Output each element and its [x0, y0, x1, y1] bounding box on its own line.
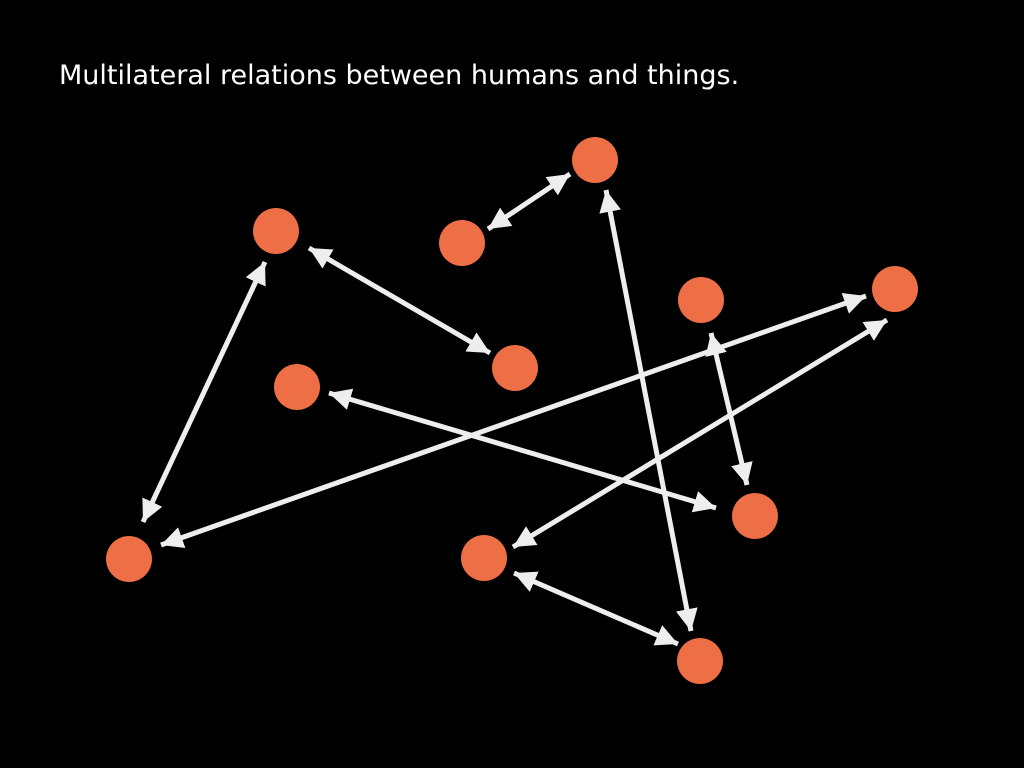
- slide-title: Multilateral relations between humans an…: [59, 60, 740, 91]
- entity-node: [439, 220, 485, 266]
- relation-arrow: [599, 189, 698, 632]
- nodes-group: [106, 137, 918, 684]
- relation-arrow: [328, 388, 717, 513]
- entity-node: [253, 208, 299, 254]
- entity-node: [678, 277, 724, 323]
- entity-node: [106, 536, 152, 582]
- entity-node: [572, 137, 618, 183]
- entity-node: [492, 345, 538, 391]
- entity-node: [677, 638, 723, 684]
- relation-arrow: [140, 260, 268, 524]
- relation-arrow: [705, 332, 753, 486]
- entity-node: [461, 535, 507, 581]
- relation-arrow: [513, 570, 679, 647]
- relation-arrow: [486, 171, 572, 232]
- entity-node: [872, 266, 918, 312]
- relations-group: [140, 171, 889, 647]
- entity-node: [274, 364, 320, 410]
- entity-node: [732, 493, 778, 539]
